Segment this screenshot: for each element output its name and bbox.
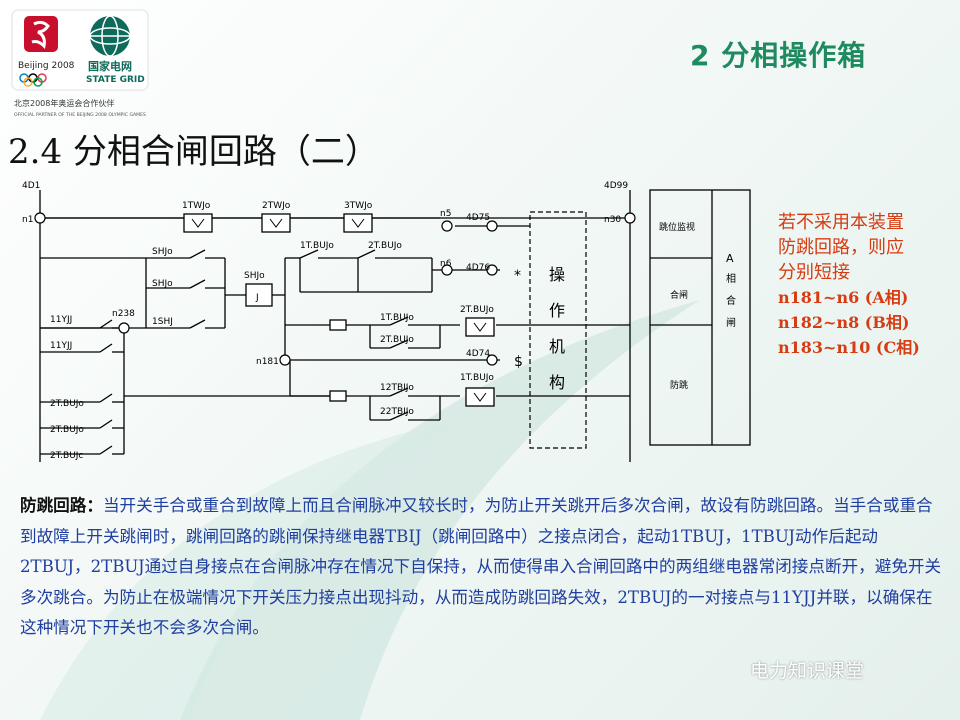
panel-phase-2: 相	[726, 272, 736, 285]
slide-title: 2.4 分相合闸回路（二）	[8, 132, 379, 172]
note-code-a: n181~n6 (A相)	[778, 288, 909, 307]
partner-cn-text: 北京2008年奥运会合作伙伴	[14, 98, 114, 108]
section-title: 2 分相操作箱	[690, 39, 867, 72]
beijing-olympic-state-grid-logo: Beijing 2008 国家电网 STATE GRID 北京2008年奥运会合…	[11, 9, 149, 118]
label-2twj: 2TWJo	[262, 201, 291, 211]
label-22tbij: 22TBIJo	[380, 407, 414, 417]
label-2tbu-b: 2T.BUJo	[50, 425, 84, 435]
label-shj-1: SHJo	[152, 247, 173, 257]
label-2tbu-a: 2T.BUJo	[50, 399, 84, 409]
label-4d74: 4D74	[466, 349, 490, 359]
shorting-note: 若不采用本装置 防跳回路，则应 分别短接 n181~n6 (A相) n182~n…	[778, 210, 958, 360]
note-line-3: 分别短接	[778, 262, 850, 283]
state-grid-cn-text: 国家电网	[88, 59, 132, 73]
label-4d75: 4D75	[466, 213, 490, 223]
panel-phase-1: A	[726, 252, 734, 265]
panel-phase-4: 闸	[726, 316, 736, 329]
label-shj-coil: SHJo	[244, 271, 265, 281]
label-11yjj-1: 11YJJ	[50, 315, 72, 325]
label-n6: n6	[440, 259, 452, 269]
panel-row-close: 合闸	[670, 289, 688, 301]
label-n30: n30	[604, 215, 621, 225]
panel-row-anti-trip: 防跳	[670, 379, 688, 391]
operating-mechanism-box	[529, 211, 587, 449]
panel-row-trip-monitor: 跳位监视	[659, 221, 695, 233]
label-4d76: 4D76	[466, 263, 490, 273]
label-n238: n238	[112, 309, 135, 319]
label-2tbu-c: 2T.BUJc	[50, 451, 83, 461]
label-11yjj-2: 11YJJ	[50, 341, 72, 351]
wechat-watermark: 电力知识课堂	[750, 660, 865, 682]
beijing-2008-text: Beijing 2008	[18, 61, 75, 71]
partner-en-text: OFFICIAL PARTNER OF THE BEIJING 2008 OLY…	[14, 112, 146, 118]
explanation-text: 当开关手合或重合到故障上而且合闸脉冲又较长时，为防止开关跳开后多次合闸，故设有防…	[20, 496, 942, 637]
mechanism-char-2: 作	[549, 301, 565, 320]
label-2tbu-mid: 2T.BUJo	[380, 335, 414, 345]
mechanism-char-4: 构	[549, 373, 565, 392]
label-4d1: 4D1	[22, 181, 40, 191]
label-2tbu-coil: 2T.BUJo	[460, 305, 494, 315]
state-grid-en-text: STATE GRID	[86, 75, 145, 85]
label-12tbij: 12TBIJo	[380, 383, 414, 393]
note-line-1: 若不采用本装置	[778, 212, 904, 233]
note-code-b: n182~n8 (B相)	[778, 313, 910, 332]
asterisk-mark: *	[514, 268, 521, 284]
anti-trip-explanation: 防跳回路：当开关手合或重合到故障上而且合闸脉冲又较长时，为防止开关跳开后多次合闸…	[20, 490, 946, 644]
label-1tbu-coil: 1T.BUJo	[460, 373, 494, 383]
note-code-c: n183~n10 (C相)	[778, 338, 920, 357]
label-1shj: 1SHJ	[152, 317, 173, 327]
anti-trip-closing-circuit-diagram: 操 作 机 构 * $ 跳位监视 合闸 防跳 A 相 合 闸 4D1 n1 1T…	[22, 181, 751, 462]
note-line-2: 防跳回路，则应	[778, 237, 904, 258]
label-1twj: 1TWJo	[182, 201, 211, 211]
panel-phase-3: 合	[726, 294, 736, 307]
state-grid-emblem: 国家电网 STATE GRID	[86, 15, 145, 85]
label-shj-2: SHJo	[152, 279, 173, 289]
mechanism-char-3: 机	[549, 337, 565, 356]
beijing-2008-emblem: Beijing 2008	[18, 16, 75, 87]
dollar-mark: $	[514, 354, 523, 370]
label-1tbu: 1T.BUJo	[300, 241, 334, 251]
label-n5: n5	[440, 209, 451, 219]
mechanism-char-1: 操	[549, 265, 565, 284]
label-2tbu: 2T.BUJo	[368, 241, 402, 251]
label-3twj: 3TWJo	[344, 201, 373, 211]
label-4d99: 4D99	[604, 181, 628, 191]
label-n1: n1	[22, 215, 33, 225]
label-1tbu-mid: 1T.BUJo	[380, 313, 414, 323]
label-coil-j: J	[255, 293, 259, 303]
label-n181: n181	[256, 357, 279, 367]
explanation-lead: 防跳回路：	[20, 495, 103, 515]
